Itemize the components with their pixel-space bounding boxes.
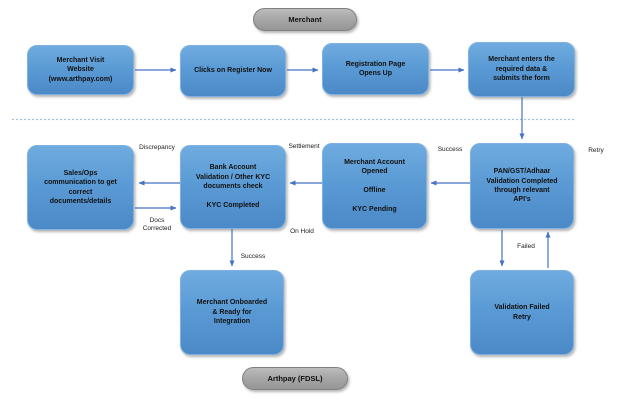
node-merchant-enters-data: Merchant enters the required data & subm…	[468, 42, 575, 97]
node-validation-failed-retry: Validation Failed Retry	[470, 270, 574, 355]
node-merchant-onboarded: Merchant Onboarded & Ready for Integrati…	[180, 270, 284, 355]
edge-label-success-validation: Success	[437, 146, 463, 153]
edge-label-discrepancy: Discrepancy	[139, 144, 175, 151]
node-pan-gst-adhaar-validation: PAN/GST/Adhaar Validation Completed thro…	[470, 143, 574, 229]
edge-label-docs-corrected: Docs Corrected	[142, 217, 172, 233]
node-clicks-on-register-now: Clicks on Register Now	[180, 45, 286, 97]
node-sales-ops-communication: Sales/Ops communication to get correct d…	[27, 145, 134, 230]
edge-label-on-hold: On Hold	[290, 228, 314, 235]
node-bank-account-validation-kyc-check: Bank Account Validation / Other KYC docu…	[180, 145, 286, 229]
edge-label-retry: Retry	[588, 147, 604, 154]
lane-label-arthpay-fdsl: Arthpay (FDSL)	[242, 367, 348, 390]
node-registration-page-opens-up: Registration Page Opens Up	[322, 43, 429, 95]
node-merchant-account-opened: Merchant Account Opened Offline KYC Pend…	[322, 143, 427, 229]
lane-label-merchant: Merchant	[253, 8, 357, 31]
edge-label-success-kyc: Success	[240, 253, 266, 260]
node-merchant-visit-website: Merchant Visit Website (www.arthpay.com)	[27, 45, 134, 95]
edge-label-failed: Failed	[517, 243, 535, 250]
edge-label-settlement: Settlement	[288, 143, 320, 150]
